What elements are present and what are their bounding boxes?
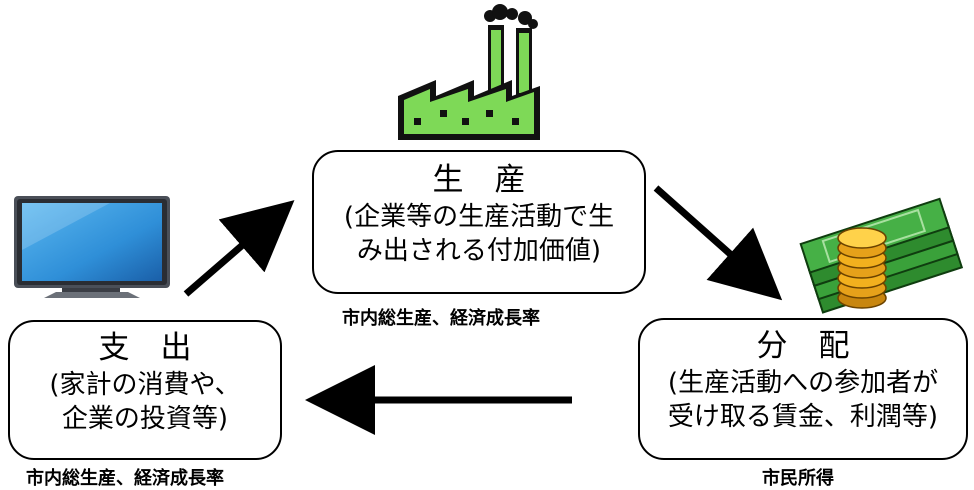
production-title: 生 産 (432, 162, 526, 198)
distribution-box: 分 配 (生産活動への参加者が 受け取る賃金、利潤等) (638, 318, 968, 460)
production-desc-line2: み出される付加価値) (356, 236, 602, 266)
distribution-title: 分 配 (756, 328, 850, 364)
money-icon (799, 197, 964, 314)
expenditure-desc-line2: 企業の投資等) (61, 404, 229, 434)
distribution-desc-line2: 受け取る賃金、利潤等) (667, 402, 939, 432)
expenditure-caption: 市内総生産、経済成長率 (26, 468, 224, 489)
distribution-caption: 市民所得 (762, 468, 834, 489)
expenditure-desc-line1: (家計の消費や、 (49, 370, 241, 400)
arrow-expenditure-to-production (183, 200, 295, 297)
expenditure-box: 支 出 (家計の消費や、 企業の投資等) (8, 320, 282, 460)
production-desc-line1: (企業等の生産活動で生 (343, 202, 615, 232)
factory-icon (398, 4, 540, 140)
production-caption: 市内総生産、経済成長率 (342, 308, 540, 329)
expenditure-title: 支 出 (98, 330, 192, 366)
television-icon (14, 196, 170, 298)
arrow-production-to-distribution (653, 185, 783, 301)
distribution-desc-line1: (生産活動への参加者が (667, 368, 939, 398)
production-box: 生 産 (企業等の生産活動で生 み出される付加価値) (312, 150, 646, 294)
